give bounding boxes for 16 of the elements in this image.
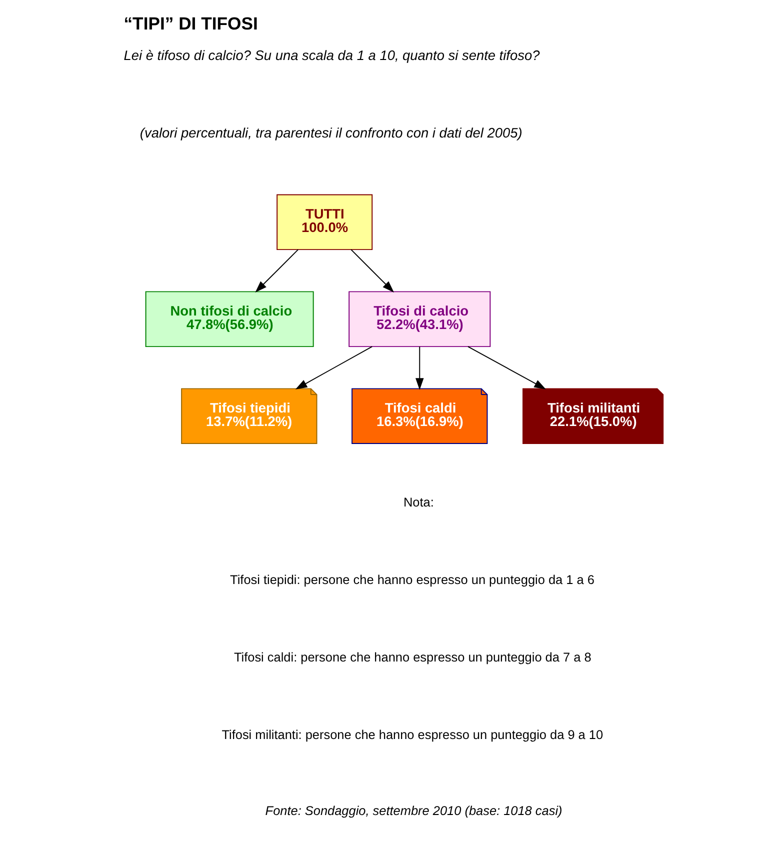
label: Lei è tifoso di calcio? Su una scala da 1 a 10, quanto si sente tifoso? (124, 48, 540, 64)
arrow (350, 249, 394, 293)
label: Nota: (403, 494, 434, 510)
arrow (255, 249, 299, 293)
arrow (295, 346, 373, 390)
label: Tifosi militanti: persone che hanno espresso un punteggio da 9 a 10 (222, 726, 604, 742)
arrow (416, 346, 424, 390)
node-box: Non tifosi di calcio 47.8%(56.9%) (145, 291, 314, 348)
label: Fonte: Sondaggio, settembre 2010 (base: 1018 casi) (265, 803, 562, 818)
label: Tifosi caldi: persone che hanno espresso un punteggio da 7 a 8 (234, 649, 592, 664)
arrow (467, 346, 546, 390)
label: (valori percentuali, tra parentesi il confronto con i dati del 2005) (140, 126, 522, 141)
label: Tifosi tiepidi: persone che hanno espresso un punteggio da 1 a 6 (230, 572, 594, 588)
diagram-title: “TIPI” DI TIFOSI (124, 14, 258, 34)
node-box: Tifosi di calcio 52.2%(43.1%) (348, 291, 491, 348)
node-box: TUTTI 100.0% (276, 194, 373, 250)
